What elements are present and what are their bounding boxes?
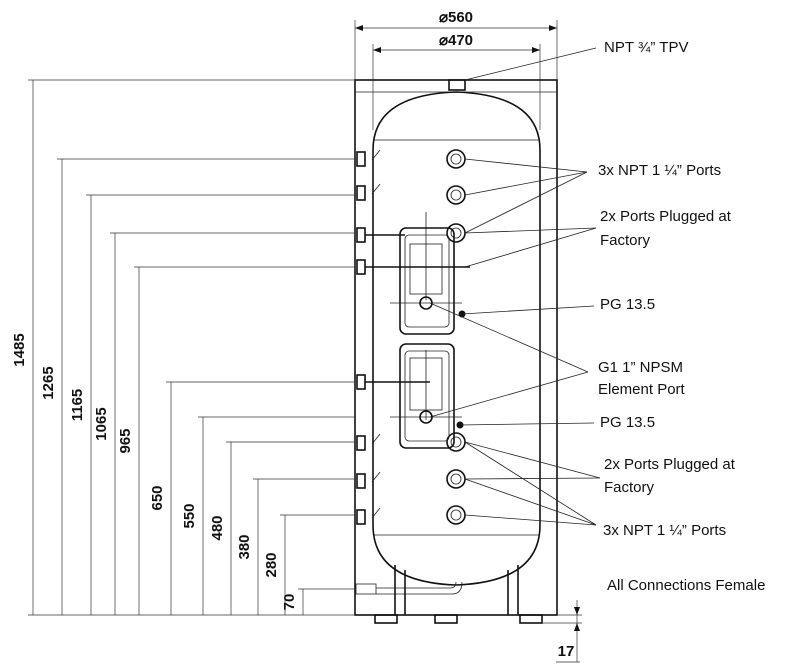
side-port: [356, 183, 381, 201]
height-70: 70: [281, 594, 298, 611]
height-650: 650: [149, 485, 166, 510]
top-plugged-label-1: 2x Ports Plugged at: [600, 208, 732, 225]
foot-dimension: 17: [542, 600, 582, 663]
element-label-2: Element Port: [598, 381, 686, 398]
side-port: [356, 507, 381, 525]
height-965: 965: [117, 428, 134, 453]
outer-diameter-label: ⌀560: [439, 9, 473, 26]
bottom-plugged-label-2: Factory: [604, 479, 655, 496]
top-plugged-label-2: Factory: [600, 232, 651, 249]
side-port: [356, 227, 405, 243]
pg-top-label: PG 13.5: [600, 296, 655, 313]
bottom-plugged-label-1: 2x Ports Plugged at: [604, 456, 736, 473]
height-280: 280: [263, 552, 280, 577]
height-550: 550: [181, 503, 198, 528]
pg-bottom-label: PG 13.5: [600, 414, 655, 431]
height-1265: 1265: [40, 366, 57, 399]
tpv-label: NPT ¾” TPV: [604, 39, 688, 56]
side-port: [356, 259, 470, 275]
bottom-ports-label: 3x NPT 1 ¼” Ports: [603, 522, 726, 539]
all-connections-label: All Connections Female: [607, 577, 765, 594]
element-label-1: G1 1” NPSM: [598, 359, 683, 376]
leader-lines: [429, 47, 601, 526]
side-port: [356, 471, 381, 489]
side-port: [356, 433, 381, 451]
lower-element-panel: [390, 343, 464, 449]
height-1065: 1065: [93, 407, 110, 440]
top-ports-label: 3x NPT 1 ¼” Ports: [598, 162, 721, 179]
height-480: 480: [209, 515, 226, 540]
height-1485: 1485: [11, 333, 28, 366]
diameter-dimensions: ⌀560 ⌀470: [354, 9, 558, 130]
side-ports: [356, 149, 470, 525]
height-dimensions: 1485 1265 1165 1065 965 650 550 480 380 …: [11, 79, 355, 616]
front-port: [446, 185, 466, 205]
callout-labels: NPT ¾” TPV 3x NPT 1 ¼” Ports 2x Ports Pl…: [598, 39, 765, 594]
upper-element-panel: [390, 212, 466, 335]
height-380: 380: [236, 534, 253, 559]
front-port: [446, 505, 466, 525]
height-1165: 1165: [69, 389, 86, 422]
front-port: [446, 223, 466, 243]
front-ports: [446, 149, 466, 525]
front-port: [446, 469, 466, 489]
tank-body: [354, 79, 558, 624]
inner-diameter-label: ⌀470: [439, 32, 473, 49]
side-port: [356, 374, 430, 390]
front-port: [446, 149, 466, 169]
side-port: [356, 149, 381, 167]
foot-height-label: 17: [558, 643, 575, 660]
